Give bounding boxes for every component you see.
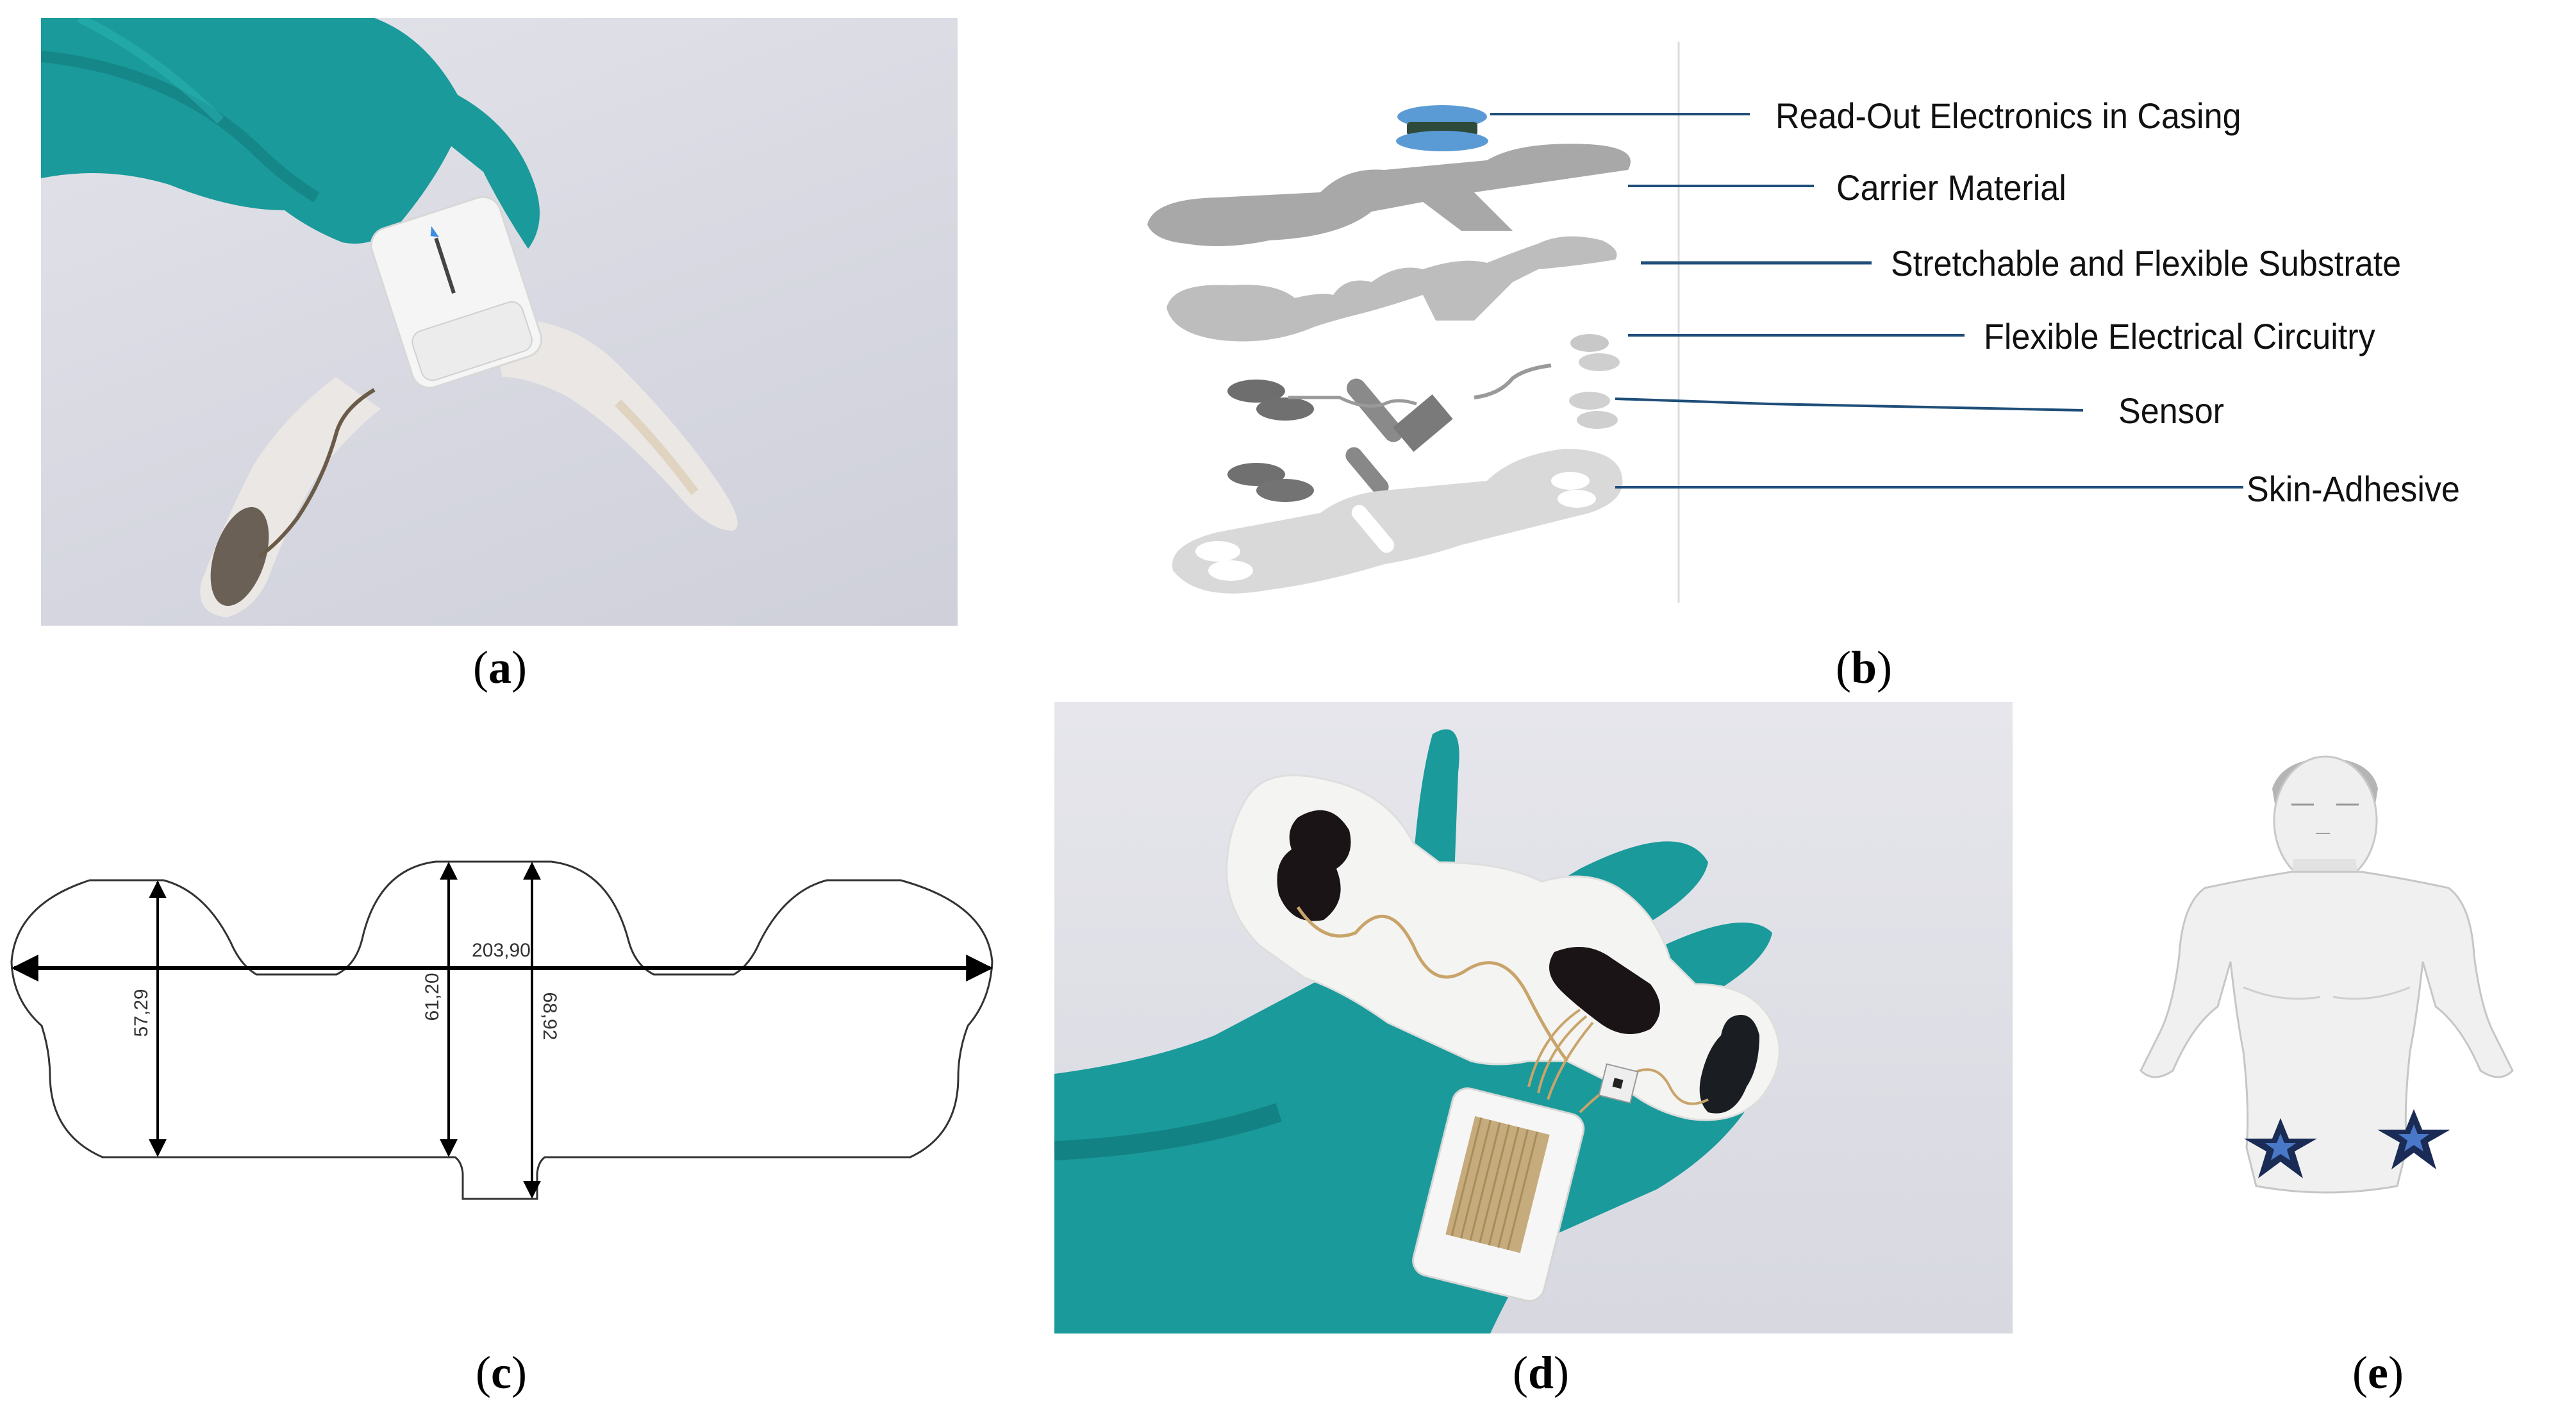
skin-adhesive-layer [1172, 449, 1623, 594]
electrode-1 [1277, 810, 1351, 921]
patch-outline [10, 860, 993, 1200]
carrier-layer [1147, 144, 1631, 246]
sensor-layer [1227, 378, 1618, 496]
circuit-trace [1296, 906, 1569, 1062]
patch-outline-drawing: 203,90 57,29 61,20 68,92 [10, 860, 993, 1200]
patch-body [1226, 774, 1781, 1121]
circuitry-layer [1474, 334, 1620, 399]
dimension-center-height-label: 61,20 [422, 973, 443, 1021]
body-illustration [2140, 755, 2514, 1194]
patch-on-hand-photo [1054, 729, 1781, 1334]
patch-held-photo [41, 18, 738, 617]
caption-a: (a) [473, 642, 527, 693]
layer-label-carrier: Carrier Material [1836, 167, 2066, 208]
layer-label-substrate: Stretchable and Flexible Substrate [1891, 243, 2402, 283]
electrode-2 [1549, 947, 1660, 1034]
casing-layer [1396, 105, 1488, 151]
dimension-side-height-label: 57,29 [131, 989, 152, 1037]
panel-b-exploded-diagram: Read-Out Electronics in Casing Carrier M… [1128, 38, 2564, 615]
substrate-layer [1167, 236, 1617, 342]
layer-stack-graphic [1147, 42, 2243, 603]
layer-label-circuitry: Flexible Electrical Circuitry [1984, 316, 2375, 356]
electrode-left [210, 506, 269, 606]
leader-line-sensor [1615, 397, 2084, 412]
panel-e-placement-figure [2134, 750, 2519, 1295]
torso [2140, 871, 2514, 1194]
layer-label-sensor: Sensor [2118, 390, 2225, 431]
electronics-casing [370, 196, 543, 389]
dimension-total-height-label: 68,92 [539, 992, 560, 1040]
circuit-trace [258, 388, 376, 558]
panel-d-photo [1054, 702, 2013, 1334]
electrode-3 [1699, 1015, 1759, 1114]
panel-c-technical-drawing: 203,90 57,29 61,20 68,92 [0, 846, 1006, 1218]
star-marker-right [2377, 1109, 2450, 1169]
star-marker-left [2244, 1118, 2317, 1178]
caption-d: (d) [1512, 1347, 1569, 1398]
electronics-module [1412, 1087, 1585, 1302]
patch-right-arm [490, 318, 738, 531]
layer-label-casing: Read-Out Electronics in Casing [1775, 96, 2241, 136]
caption-e: (e) [2352, 1347, 2404, 1398]
layer-label-skin-adhesive: Skin-Adhesive [2247, 469, 2460, 509]
caption-b: (b) [1835, 642, 1892, 693]
dimension-width-label: 203,90 [472, 940, 531, 961]
panel-a-photo [41, 18, 958, 626]
caption-c: (c) [476, 1347, 527, 1398]
